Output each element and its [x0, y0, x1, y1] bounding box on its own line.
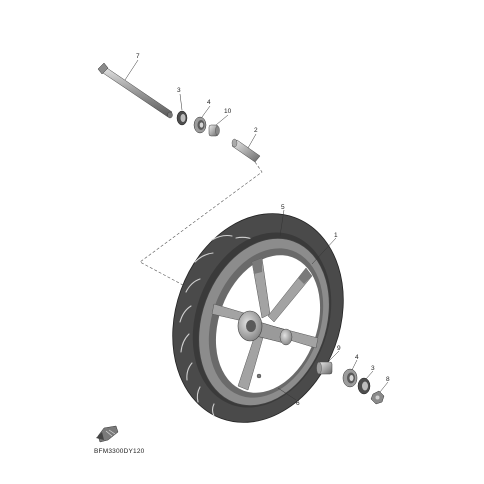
callout-6: 6 [296, 400, 300, 407]
callout-4-top: 4 [207, 99, 211, 106]
spacer-collar-upper [208, 124, 220, 137]
figure-code: BFM3300DY120 [94, 448, 145, 455]
valve-stem [256, 373, 262, 379]
callout-1: 1 [334, 232, 338, 239]
callout-5: 5 [281, 204, 285, 211]
axle-nut [370, 390, 385, 405]
wheel-hub [237, 310, 293, 346]
axle-shaft [97, 62, 173, 119]
callout-3-bottom: 3 [371, 365, 375, 372]
spacer-collar-lower [316, 361, 333, 375]
oil-seal-lower [357, 377, 371, 395]
cast-wheel [198, 238, 330, 406]
callout-8: 8 [386, 376, 390, 383]
callout-3-top: 3 [177, 87, 181, 94]
callout-2: 2 [254, 127, 258, 134]
front-direction-arrow-icon [96, 425, 119, 443]
leader-lines [124, 59, 389, 401]
callout-10: 10 [224, 108, 232, 115]
oil-seal-upper [176, 110, 188, 126]
bearing-lower [342, 368, 358, 388]
callout-4-bottom: 4 [355, 354, 359, 361]
bearing-upper [193, 116, 207, 134]
callout-9: 9 [337, 345, 341, 352]
callout-7: 7 [136, 53, 140, 60]
spacer-tube [231, 138, 261, 163]
